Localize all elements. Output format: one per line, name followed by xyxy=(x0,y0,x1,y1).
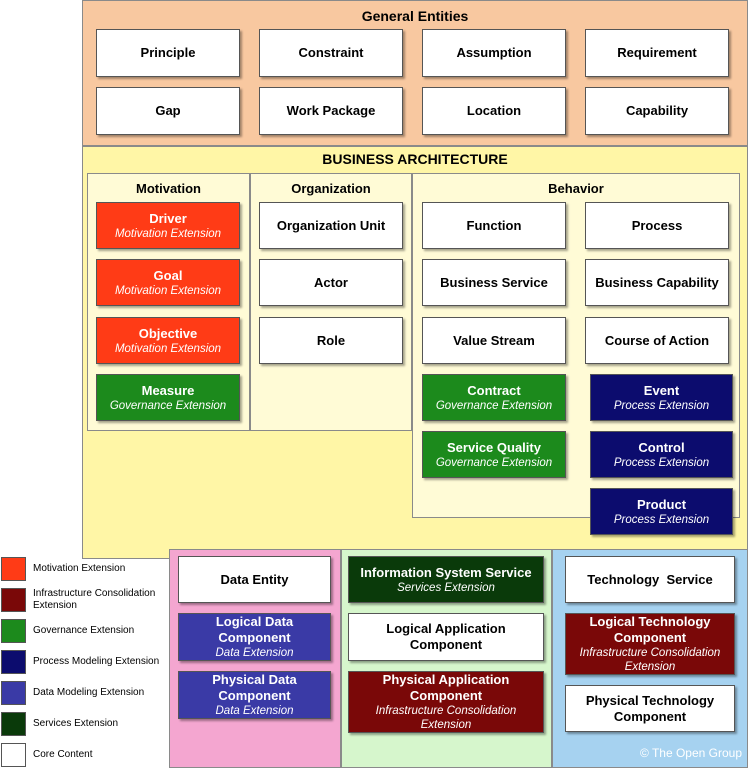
entity-capability[interactable]: Capability xyxy=(585,87,729,135)
legend-swatch xyxy=(1,557,26,581)
legend-swatch xyxy=(1,650,26,674)
general-entities-title: General Entities xyxy=(361,8,469,24)
entity-business-capability[interactable]: Business Capability xyxy=(585,259,729,306)
legend-label: Motivation Extension xyxy=(33,563,126,574)
behavior-title: Behavior xyxy=(548,181,604,196)
legend-swatch xyxy=(1,588,26,612)
entity-business-service[interactable]: Business Service xyxy=(422,259,566,306)
entity-organization-unit[interactable]: Organization Unit xyxy=(259,202,403,249)
legend-label: Core Content xyxy=(33,749,93,760)
entity-work-package[interactable]: Work Package xyxy=(259,87,403,135)
entity-requirement[interactable]: Requirement xyxy=(585,29,729,77)
legend-swatch xyxy=(1,743,26,767)
legend-item-process: Process Modeling Extension xyxy=(0,650,165,676)
entity-assumption[interactable]: Assumption xyxy=(422,29,566,77)
entity-location[interactable]: Location xyxy=(422,87,566,135)
entity-actor[interactable]: Actor xyxy=(259,259,403,306)
entity-principle[interactable]: Principle xyxy=(96,29,240,77)
entity-value-stream[interactable]: Value Stream xyxy=(422,317,566,364)
entity-data-entity[interactable]: Data Entity xyxy=(178,556,331,603)
legend-swatch xyxy=(1,712,26,736)
motivation-title: Motivation xyxy=(136,181,201,196)
legend-label: Process Modeling Extension xyxy=(33,656,160,667)
entity-constraint[interactable]: Constraint xyxy=(259,29,403,77)
legend-item-infrastructure: Infrastructure Consolidation Extension xyxy=(0,588,165,614)
legend-swatch xyxy=(1,681,26,705)
organization-title: Organization xyxy=(291,181,371,196)
legend: Motivation Extension Infrastructure Cons… xyxy=(0,557,168,767)
business-architecture-title: BUSINESS ARCHITECTURE xyxy=(322,151,508,167)
legend-item-governance: Governance Extension xyxy=(0,619,165,645)
legend-item-data: Data Modeling Extension xyxy=(0,681,165,707)
legend-label: Governance Extension xyxy=(33,625,135,636)
copyright-text: © The Open Group xyxy=(639,746,742,760)
legend-label: Data Modeling Extension xyxy=(33,687,145,698)
legend-item-services: Services Extension xyxy=(0,712,165,738)
legend-swatch xyxy=(1,619,26,643)
entity-logical-application-component[interactable]: Logical Application Component xyxy=(348,613,544,661)
entity-technology-service[interactable]: Technology Service xyxy=(565,556,735,603)
entity-role[interactable]: Role xyxy=(259,317,403,364)
entity-gap[interactable]: Gap xyxy=(96,87,240,135)
legend-label: Infrastructure Consolidation Extension xyxy=(33,588,156,611)
entity-function[interactable]: Function xyxy=(422,202,566,249)
entity-process[interactable]: Process xyxy=(585,202,729,249)
entity-course-of-action[interactable]: Course of Action xyxy=(585,317,729,364)
entity-physical-technology-component[interactable]: Physical Technology Component xyxy=(565,685,735,732)
legend-item-core: Core Content xyxy=(0,743,165,768)
legend-label: Services Extension xyxy=(33,718,119,729)
legend-item-motivation: Motivation Extension xyxy=(0,557,165,583)
